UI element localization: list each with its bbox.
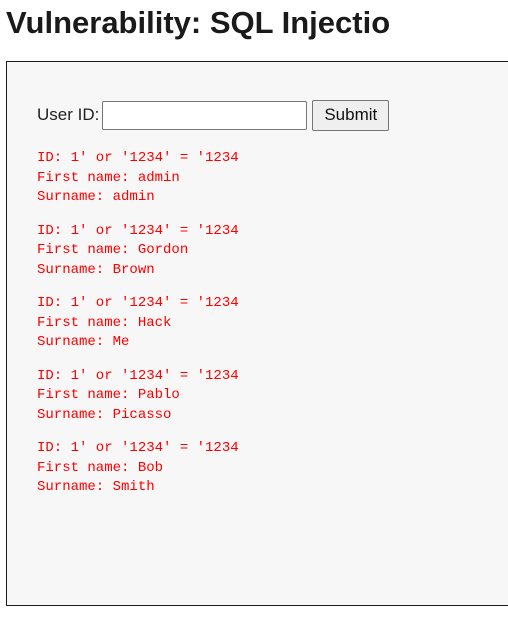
result-id: ID: 1' or '1234' = '1234: [37, 295, 239, 311]
result-first-name: First name: Gordon: [37, 242, 189, 258]
result-id: ID: 1' or '1234' = '1234: [37, 440, 239, 456]
result-id: ID: 1' or '1234' = '1234: [37, 367, 239, 384]
user-id-input[interactable]: [102, 100, 308, 130]
result-surname: Surname: Picasso: [37, 406, 172, 423]
user-id-form: User ID: Submit: [37, 99, 390, 131]
result-surname: Surname: Brown: [37, 261, 155, 278]
result-id: ID: 1' or '1234' = '1234: [37, 222, 239, 239]
result-first-name: First name: Pablo: [37, 387, 180, 403]
page-title: Vulnerability: SQL Injectio: [6, 5, 391, 40]
result-first-name: First name: Hack: [37, 314, 172, 331]
result-first-name: First name: admin: [37, 169, 180, 186]
result-surname: Surname: Me: [37, 334, 130, 350]
result-id: ID: 1' or '1234' = '1234: [37, 150, 239, 166]
user-id-label: User ID:: [37, 105, 100, 124]
submit-button[interactable]: Submit: [312, 99, 390, 131]
vulnerable-code-area: User ID: Submit ID: 1' or '1234' = '1234…: [6, 61, 508, 606]
result-first-name: First name: Bob: [37, 459, 164, 476]
result-surname: Surname: admin: [37, 189, 155, 205]
result-surname: Surname: Smith: [37, 479, 155, 495]
